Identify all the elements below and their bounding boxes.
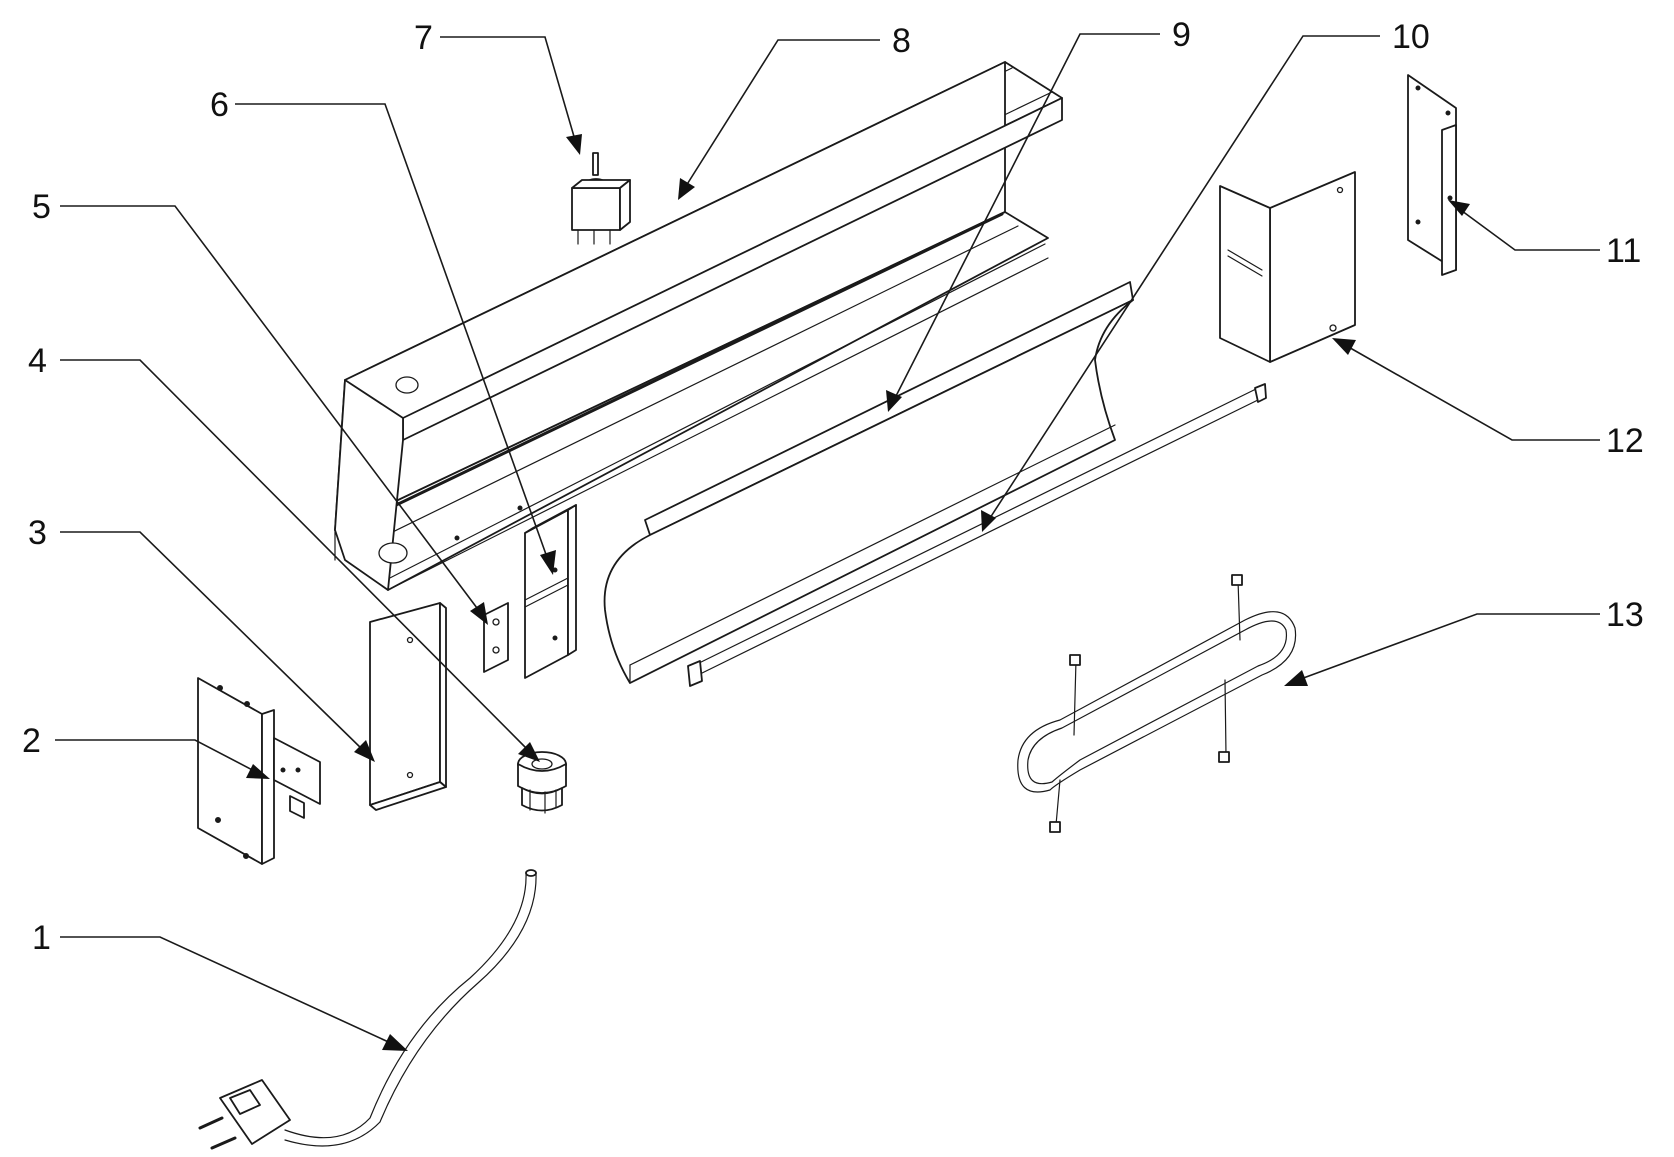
arrowhead-7 <box>566 134 582 155</box>
part-10-heating-rod <box>687 383 1267 687</box>
callout-9: 9 <box>1172 16 1191 54</box>
leader-11 <box>1457 207 1600 251</box>
leader-10 <box>989 35 1380 519</box>
callout-6: 6 <box>210 86 229 124</box>
arrowhead-4 <box>518 742 540 762</box>
part-13-wire-frame <box>1017 574 1297 833</box>
callout-12: 12 <box>1606 422 1644 460</box>
part-4-cable-gland <box>517 751 567 814</box>
leader-8 <box>685 39 880 187</box>
leader-2 <box>55 739 263 776</box>
part-12-end-cover-plate <box>1219 171 1356 363</box>
part-5-small-bracket <box>483 602 509 673</box>
arrowhead-9 <box>886 390 902 412</box>
callout-2: 2 <box>22 722 41 760</box>
callout-4: 4 <box>28 342 47 380</box>
callout-11: 11 <box>1606 232 1641 270</box>
part-6-side-plate <box>524 504 577 679</box>
leader-13 <box>1297 613 1600 681</box>
leader-lines <box>55 33 1600 1051</box>
callout-1: 1 <box>32 919 51 957</box>
leader-3 <box>60 531 366 753</box>
arrowhead-8 <box>678 178 695 200</box>
arrowhead-5 <box>470 602 488 625</box>
part-11-end-bracket-right <box>1407 74 1457 276</box>
arrowhead-3 <box>354 740 375 762</box>
arrowhead-1 <box>382 1034 408 1051</box>
part-1-power-cord <box>198 869 537 1150</box>
arrowhead-11 <box>1448 200 1470 216</box>
leader-7 <box>440 36 576 141</box>
leader-1 <box>60 936 396 1046</box>
part-2-end-bracket <box>197 677 321 865</box>
arrowhead-10 <box>981 510 996 532</box>
callout-5: 5 <box>32 188 51 226</box>
part-3-cover-plate <box>369 602 447 811</box>
arrowhead-13 <box>1284 670 1308 686</box>
leader-5 <box>60 205 481 613</box>
leader-4 <box>60 359 529 751</box>
callout-7: 7 <box>414 19 433 57</box>
callout-10: 10 <box>1392 18 1430 56</box>
leader-6 <box>235 103 549 561</box>
callout-numbers: 1 2 3 4 5 6 7 8 9 10 11 12 13 <box>22 16 1644 957</box>
leader-9 <box>894 33 1160 399</box>
arrowhead-12 <box>1332 338 1356 355</box>
callout-13: 13 <box>1606 596 1644 634</box>
callout-3: 3 <box>28 514 47 552</box>
arrowhead-2 <box>246 764 270 779</box>
callout-8: 8 <box>892 22 911 60</box>
part-7-toggle-switch <box>571 152 631 245</box>
leader-12 <box>1344 344 1600 441</box>
arrowhead-6 <box>540 550 556 575</box>
part-8-main-housing <box>334 61 1063 591</box>
